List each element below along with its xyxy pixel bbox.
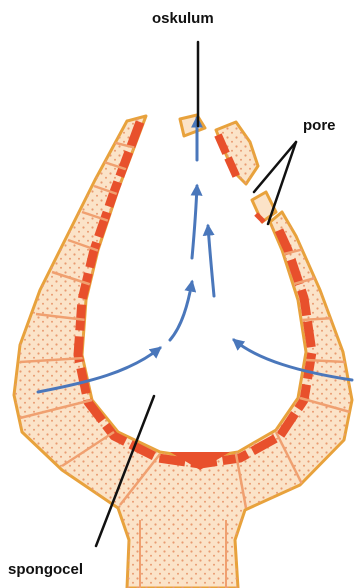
- osculum-label: oskulum: [152, 10, 214, 27]
- sponge-wall-dots: [14, 116, 352, 588]
- osculum-rim-right: [180, 115, 205, 136]
- pore-label: pore: [303, 117, 336, 134]
- sponge-body: [14, 116, 352, 588]
- flow-arrow-mid-right: [208, 226, 214, 296]
- flow-arrow-mid-left: [170, 282, 192, 340]
- pore-cell: [252, 192, 276, 222]
- pore-pointer-1: [254, 142, 296, 192]
- spongocoel-label: spongocel: [8, 561, 83, 578]
- osculum-fragment: [180, 115, 276, 222]
- flow-arrow-center: [192, 186, 197, 258]
